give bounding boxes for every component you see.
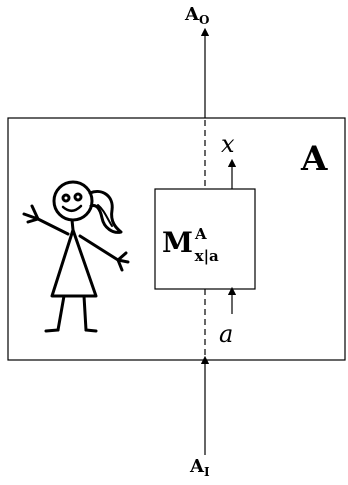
input-variable-label: a	[219, 320, 233, 348]
top-system-label: AO	[184, 4, 209, 27]
output-variable-label: x	[221, 130, 235, 158]
stick-figure-girl-waving-icon	[22, 180, 130, 333]
measurement-box	[154, 188, 256, 290]
bottom-system-label: AI	[189, 456, 210, 479]
party-label: A	[300, 139, 328, 179]
lab-box	[7, 117, 346, 361]
